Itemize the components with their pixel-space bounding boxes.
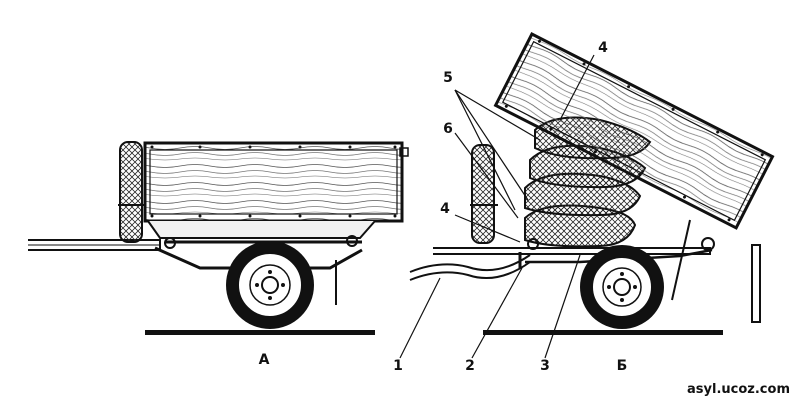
callout-2: 2 (465, 358, 475, 374)
callout-3: 3 (540, 358, 550, 374)
watermark: asyl.ucoz.com (687, 382, 790, 397)
ground-b (483, 330, 723, 335)
ground-a (145, 330, 375, 335)
leader-lines (399, 54, 595, 359)
callout-4-lower: 4 (440, 201, 450, 217)
curved-drawbar-b (409, 261, 531, 281)
callout-4-upper: 4 (598, 40, 608, 56)
trailer-view-b (409, 32, 775, 335)
tipping-body-b (493, 32, 775, 230)
view-label-b: Б (617, 358, 628, 374)
callout-5: 5 (443, 70, 453, 86)
callout-1: 1 (393, 358, 403, 374)
view-label-a: А (259, 352, 270, 368)
callout-6: 6 (443, 121, 453, 137)
wheel-a (226, 241, 314, 329)
spare-wheel-a (119, 141, 143, 243)
tailgate-b (751, 244, 761, 323)
cargo-body-a (143, 141, 404, 223)
body-rivets-a (150, 145, 397, 218)
wheel-b (580, 245, 664, 329)
trailer-view-a (28, 141, 409, 335)
